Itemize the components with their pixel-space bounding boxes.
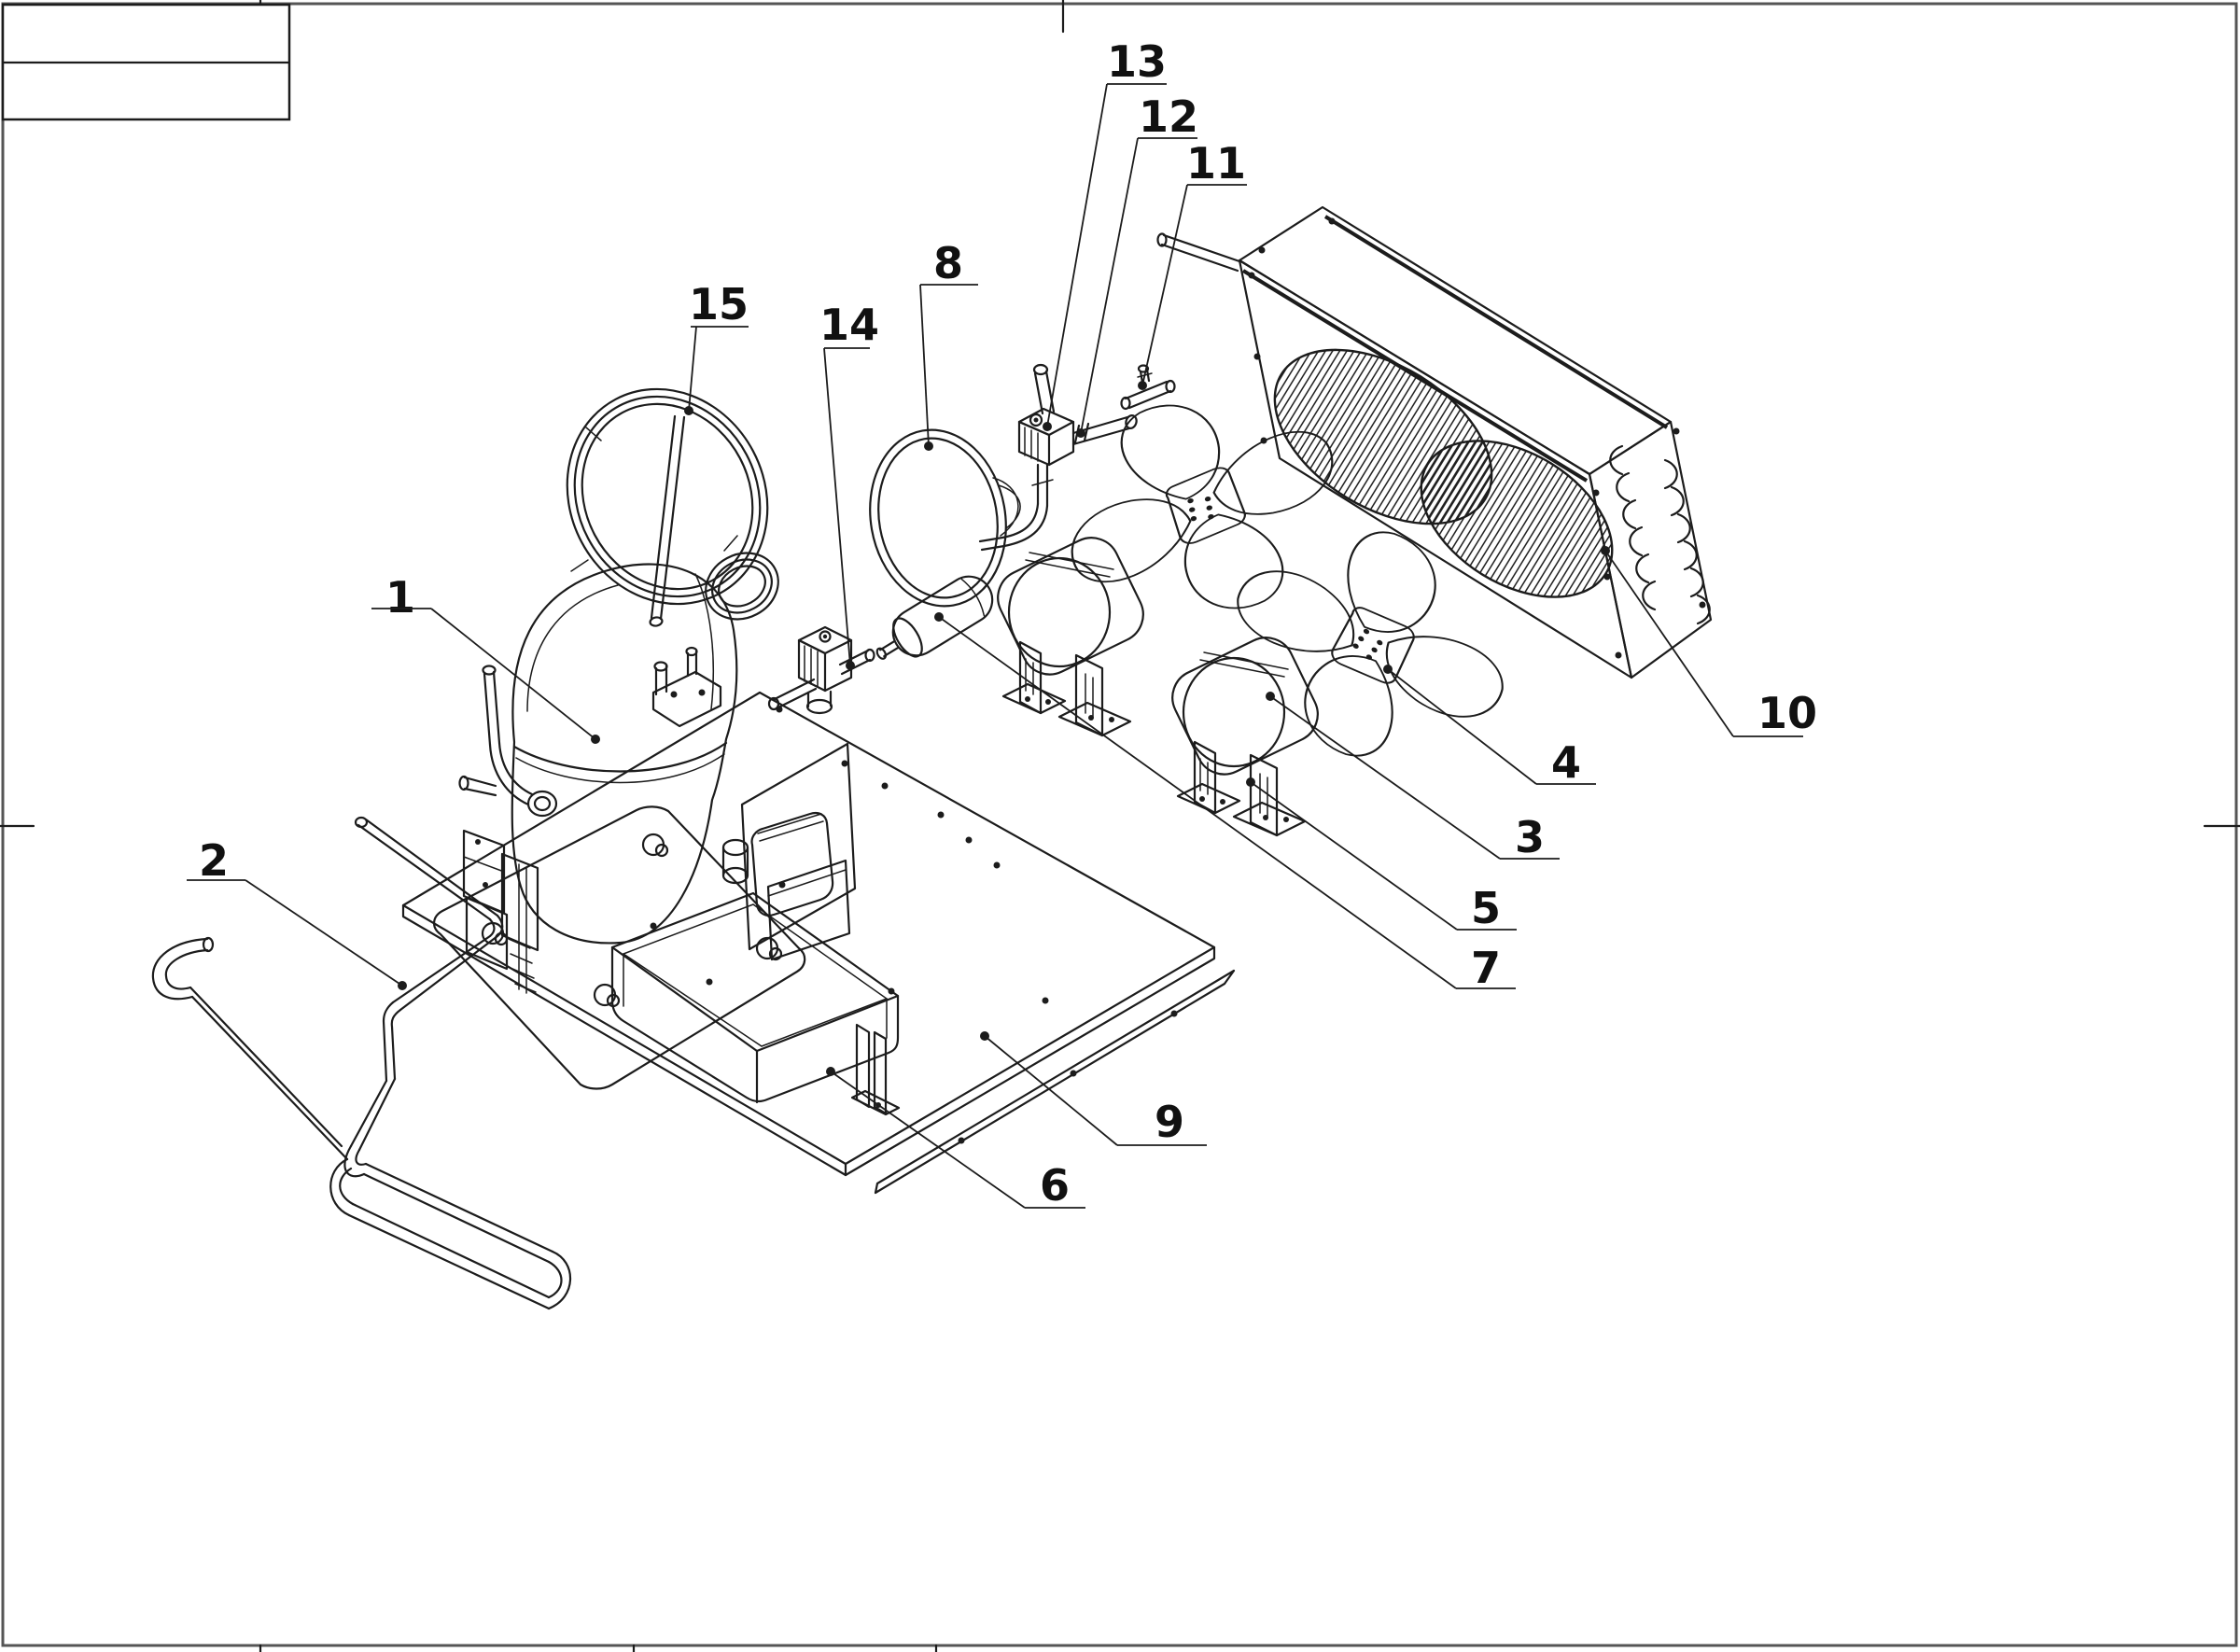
callout-number-11: 11 (1186, 138, 1246, 189)
callout-suction-heat-exchanger-coil: 15 (684, 279, 749, 415)
callout-number-10: 10 (1757, 688, 1817, 738)
receiver-tube-illustration (978, 363, 1138, 552)
leader-dot-fan-motor (1266, 692, 1275, 701)
leader-dot-service-fitting (1076, 428, 1085, 438)
leader-dot-drip-tray (826, 1067, 835, 1076)
callout-number-15: 15 (689, 279, 749, 329)
leader-dot-condenser (1601, 546, 1610, 555)
callout-receiver-tube-assembly: 13 (1043, 36, 1167, 431)
callout-number-8: 8 (933, 238, 963, 288)
callout-number-12: 12 (1139, 91, 1198, 142)
callout-fan-motor: 3 (1266, 692, 1560, 862)
leader-dot-base-plate (980, 1031, 989, 1041)
callout-number-2: 2 (199, 835, 229, 886)
hx-coil-illustration (566, 387, 779, 627)
condenser-illustration (1156, 205, 1713, 679)
leader-dot-solenoid-valve (846, 661, 855, 670)
callout-number-4: 4 (1551, 737, 1581, 788)
callout-number-13: 13 (1107, 36, 1167, 87)
leader-dot-suction-heat-exchanger-coil (684, 406, 693, 415)
callout-tee-valve-fitting: 11 (1138, 138, 1247, 390)
title-block (1, 3, 291, 121)
callout-fan-motor-bracket: 5 (1246, 777, 1517, 933)
leader-dot-filter-drier (934, 612, 944, 622)
callout-drip-tray: 6 (826, 1067, 1085, 1211)
callout-compressor: 1 (371, 572, 600, 744)
callout-capillary-tube-coil: 8 (919, 238, 978, 451)
callout-number-5: 5 (1471, 883, 1501, 933)
callout-service-fitting: 12 (1076, 91, 1198, 438)
callout-number-6: 6 (1040, 1160, 1070, 1211)
callout-number-1: 1 (385, 572, 415, 623)
compressor-illustration (433, 563, 806, 1090)
leader-dot-fan-motor-bracket (1246, 777, 1255, 787)
capillary-coil-illustration (869, 428, 1021, 608)
filter-drier-illustration (875, 575, 994, 660)
callout-number-3: 3 (1515, 812, 1545, 862)
callout-fan-blade: 4 (1383, 665, 1596, 788)
callout-solenoid-valve: 14 (819, 300, 879, 670)
leader-dot-capillary-tube-coil (924, 441, 933, 451)
leader-dot-fan-blade (1383, 665, 1393, 674)
callout-number-7: 7 (1471, 943, 1501, 993)
drip-tray-illustration (610, 891, 901, 1116)
callout-condensate-heater-tube: 2 (187, 835, 407, 990)
base-plate-illustration (401, 691, 1236, 1195)
callout-filter-drier: 7 (934, 612, 1516, 993)
callout-condenser: 10 (1601, 546, 1817, 738)
leader-dot-compressor (591, 735, 600, 744)
callout-base-plate: 9 (980, 1031, 1207, 1147)
solenoid-valve-illustration (767, 625, 875, 715)
callout-number-14: 14 (819, 300, 879, 350)
callout-number-9: 9 (1155, 1097, 1184, 1147)
tee-fitting-illustration (1120, 364, 1176, 411)
leader-dot-condensate-heater-tube (398, 981, 407, 990)
leader-dot-tee-valve-fitting (1138, 381, 1147, 390)
leader-dot-receiver-tube-assembly (1043, 422, 1052, 431)
